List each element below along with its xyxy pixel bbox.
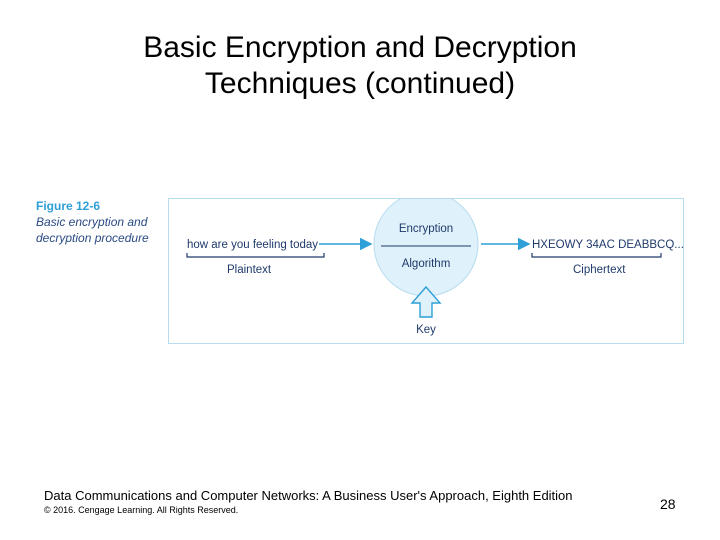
algorithm-circle xyxy=(373,199,479,297)
encryption-label: Encryption xyxy=(399,223,453,235)
footer-book-title: Data Communications and Computer Network… xyxy=(44,488,573,503)
figure-number: Figure 12-6 xyxy=(36,199,101,213)
figure-caption-line-2: decryption procedure xyxy=(36,231,149,245)
encryption-diagram: how are you feeling today Plaintext Encr… xyxy=(186,199,684,336)
ciphertext-bracket xyxy=(531,253,662,258)
key-label: Key xyxy=(416,324,436,336)
figure-caption: Figure 12-6 Basic encryption and decrypt… xyxy=(36,198,176,246)
slide-title: Basic Encryption and Decryption Techniqu… xyxy=(0,30,720,102)
ciphertext-example: HXEOWY 34AC DEABBCQ... xyxy=(532,239,684,251)
page-number: 28 xyxy=(660,496,676,512)
figure-caption-line-1: Basic encryption and xyxy=(36,215,148,229)
algorithm-label: Algorithm xyxy=(402,258,451,270)
plaintext-bracket xyxy=(186,253,325,258)
plaintext-label: Plaintext xyxy=(227,264,272,276)
ciphertext-label: Ciphertext xyxy=(573,264,626,276)
slide-title-line-2: Techniques (continued) xyxy=(204,67,516,100)
plaintext-example: how are you feeling today xyxy=(187,239,318,251)
figure-panel: how are you feeling today Plaintext Encr… xyxy=(168,198,684,344)
footer-copyright: © 2016. Cengage Learning. All Rights Res… xyxy=(44,505,239,515)
slide-title-line-1: Basic Encryption and Decryption xyxy=(143,31,577,64)
key-arrow-icon xyxy=(410,285,442,318)
